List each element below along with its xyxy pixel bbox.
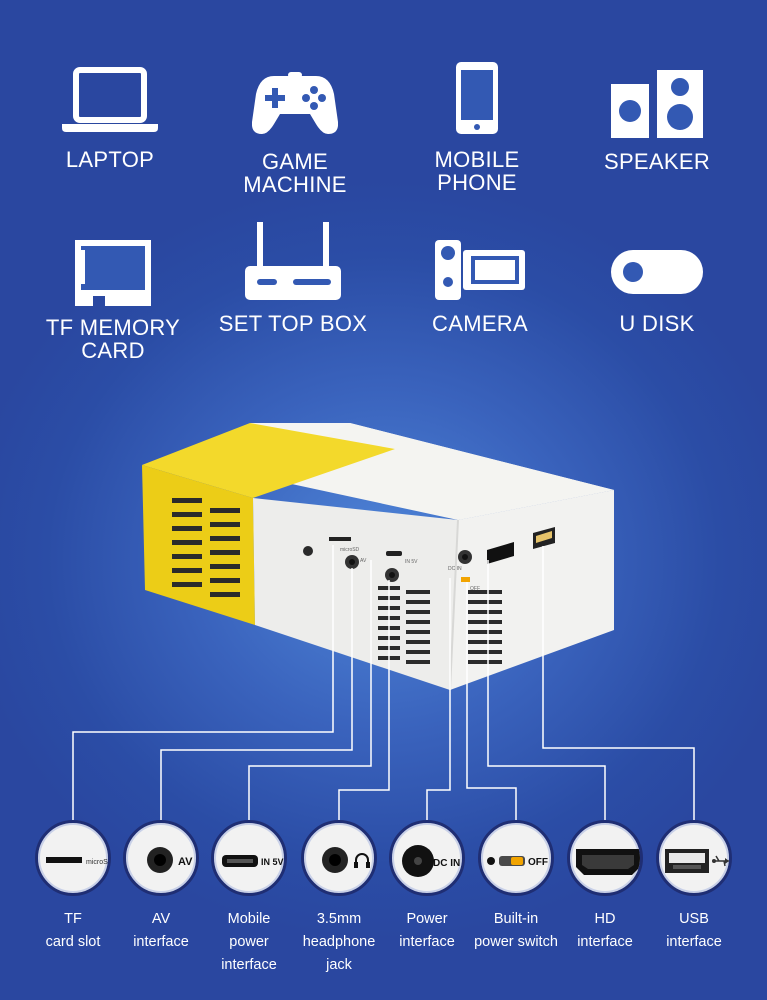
svg-text:IN 5V: IN 5V (261, 857, 284, 867)
device-game-machine: GAME MACHINE (200, 68, 390, 196)
device-label: SET TOP BOX (218, 311, 368, 336)
device-laptop: LAPTOP (15, 66, 205, 171)
mobile-phone-icon (456, 62, 498, 134)
camera-icon (435, 240, 525, 300)
port-label: 3.5mm headphone jack (302, 911, 376, 973)
yellow-vent-slots (172, 498, 240, 597)
port-label: Built-in power switch (474, 911, 558, 950)
svg-text:DC IN: DC IN (433, 858, 460, 869)
headphone-jack-icon (322, 847, 370, 873)
device-label: SPEAKER (603, 149, 711, 174)
port-mobile-power-closeup: IN 5V (211, 820, 287, 896)
svg-text:microSD: microSD (86, 859, 111, 866)
port-av-closeup: AV (123, 820, 199, 896)
usb-port-icon (665, 849, 729, 873)
port-power-switch-closeup: OFF (478, 820, 554, 896)
port-label: USB interface (666, 911, 722, 950)
microsd-slot-icon: microSD (46, 857, 111, 866)
device-tf-card: TF MEMORY CARD (18, 240, 208, 362)
set-top-box-icon (245, 222, 341, 300)
port-usb-closeup (656, 820, 732, 896)
power-switch (461, 577, 470, 582)
port-power-closeup: DC IN (389, 820, 465, 896)
device-label: LAPTOP (65, 147, 155, 172)
micro-usb-icon: IN 5V (222, 855, 284, 867)
power-switch-icon: OFF (487, 856, 548, 868)
port-label: HD interface (577, 911, 633, 950)
port-label: Mobile power interface (221, 911, 277, 973)
dc-port-mark: DC IN (448, 566, 462, 572)
speaker-icon (611, 70, 703, 138)
hdmi-icon (576, 849, 640, 875)
port-label: AV interface (133, 911, 189, 950)
micro-usb-port (386, 551, 402, 556)
svg-text:OFF: OFF (528, 857, 548, 868)
device-set-top-box: SET TOP BOX (198, 222, 388, 335)
ir-sensor (303, 546, 313, 556)
port-headphone-closeup (301, 820, 377, 896)
av-port-mark: AV (360, 558, 367, 564)
port-label: TF card slot (45, 911, 101, 950)
port-hdmi-closeup (567, 820, 643, 896)
device-mobile-phone: MOBILE PHONE (382, 60, 572, 194)
device-camera: CAMERA (385, 240, 575, 335)
device-speaker: SPEAKER (562, 70, 752, 173)
switch-port-mark: OFF (470, 586, 480, 592)
mobile-port-mark: IN 5V (405, 559, 418, 565)
usb-disk-icon (611, 250, 703, 294)
port-label: Power interface (399, 911, 455, 950)
port-tf-card-closeup: microSD (35, 820, 111, 896)
memory-card-icon (75, 240, 151, 306)
device-label: GAME MACHINE (243, 149, 347, 197)
side-vent-slots (468, 590, 502, 664)
device-label: CAMERA (432, 311, 528, 336)
dc-jack-icon: DC IN (402, 845, 460, 877)
device-label: U DISK (619, 311, 695, 336)
av-jack-icon: AV (147, 847, 193, 873)
svg-text:AV: AV (178, 856, 193, 868)
device-label: MOBILE PHONE (434, 147, 520, 195)
tf-slot (329, 537, 351, 541)
gamepad-icon (252, 72, 338, 134)
device-u-disk: U DISK (562, 250, 752, 335)
laptop-icon (62, 67, 158, 132)
device-label: TF MEMORY CARD (45, 315, 181, 363)
tf-port-mark: microSD (340, 547, 360, 553)
hdmi-port (487, 542, 514, 564)
